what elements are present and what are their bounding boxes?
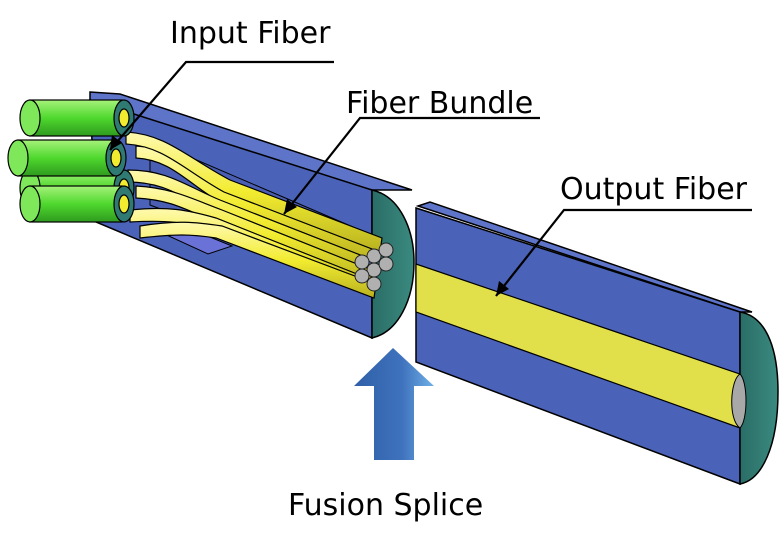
right-jacket-top	[415, 201, 753, 313]
fiber-core-end	[354, 254, 370, 270]
output-fiber-arrowhead	[496, 281, 509, 296]
input-fiber-arrowhead	[110, 135, 122, 150]
input-fiber-label: Input Fiber	[170, 16, 331, 51]
fiber-core-end	[378, 242, 394, 258]
fusion-splice-arrow	[354, 348, 434, 460]
output-section	[415, 201, 779, 486]
leader-arrowheads	[110, 135, 509, 296]
fiber-bundle-leader	[283, 116, 540, 215]
fiber-bundle-label: Fiber Bundle	[346, 86, 534, 121]
output-fiber-label: Output Fiber	[560, 172, 747, 207]
fiber-bundle	[125, 131, 383, 299]
input-section	[7, 91, 415, 340]
input-fiber-leader	[109, 60, 334, 151]
leader-lines	[109, 60, 752, 297]
fiber-core-end	[354, 268, 370, 284]
input-fiber	[19, 185, 135, 223]
input-fiber	[7, 139, 127, 177]
output-core-end	[731, 373, 747, 429]
bundle-end-face	[354, 242, 394, 292]
fiber-core-end	[378, 256, 394, 272]
fiber-bundle-arrowhead	[284, 199, 297, 214]
input-fibers	[7, 99, 135, 223]
right-end-face	[739, 311, 779, 485]
output-fiber-leader	[495, 208, 752, 297]
input-fiber	[19, 99, 135, 137]
fusion-splice-label: Fusion Splice	[288, 488, 484, 523]
fiber-core-end	[366, 276, 382, 292]
